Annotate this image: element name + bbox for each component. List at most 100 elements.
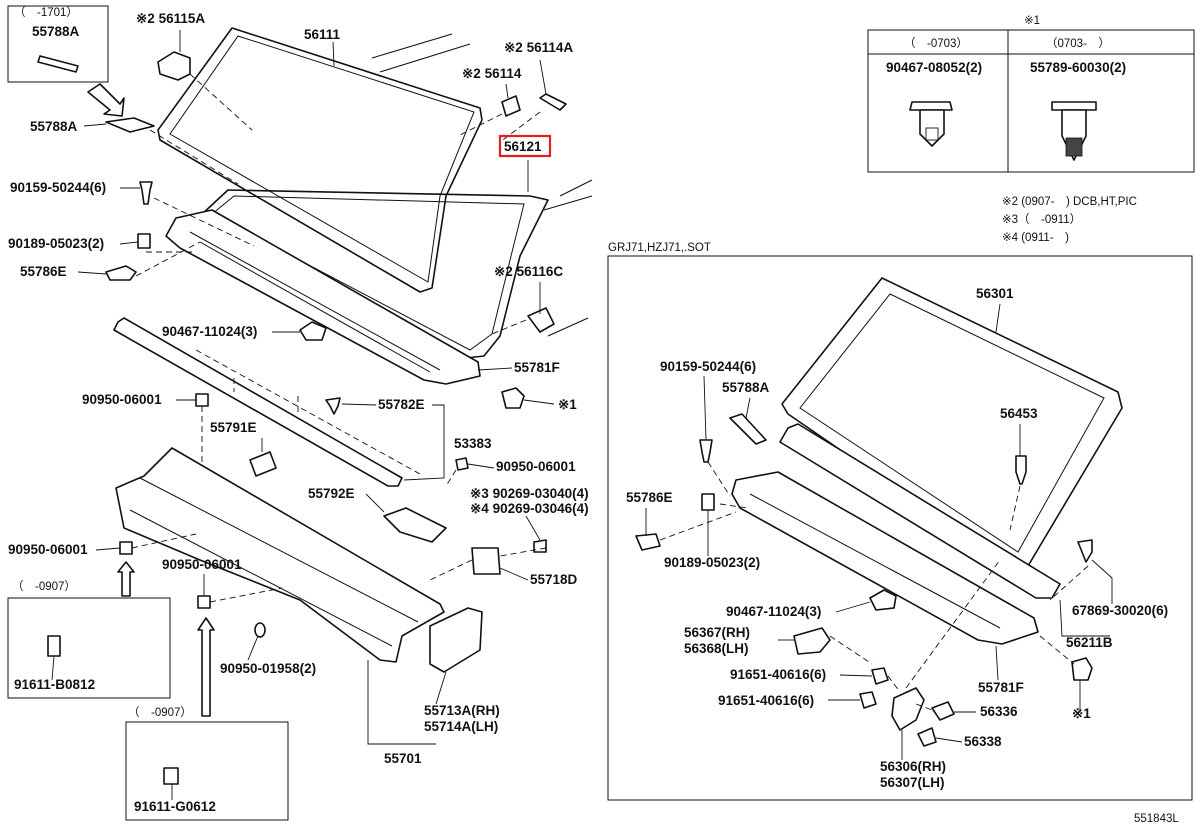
cover-56367	[793, 627, 831, 655]
bracket-55718D	[471, 547, 501, 575]
bracket-56306	[891, 687, 925, 731]
callout-l38: 90467-08052(2)	[886, 60, 982, 75]
inset-box-bolt-g0612	[125, 721, 289, 821]
plug-90950-06001-d	[197, 595, 211, 609]
callout-l34: 91611-G0612	[134, 799, 216, 814]
callout-l05: ※2 56114A	[504, 40, 573, 55]
callout-l49: 90189-05023(2)	[664, 555, 760, 570]
callout-l24: 90950-06001	[8, 542, 88, 557]
clip-55786E	[105, 265, 137, 281]
bolt-56453	[1015, 455, 1027, 485]
callout-l20: 90950-06001	[496, 459, 576, 474]
callout-l10: 90189-05023(2)	[8, 236, 104, 251]
callout-l60: 56338	[964, 734, 1002, 749]
seal-56211B	[779, 423, 1061, 599]
clip-90467-08052	[909, 101, 953, 147]
callout-l44: 56301	[976, 286, 1014, 301]
callout-l39: 55789-60030(2)	[1030, 60, 1126, 75]
clip-90269	[533, 539, 547, 553]
callout-l13: 90467-11024(3)	[162, 324, 257, 339]
arrow-inset-g0612	[197, 617, 215, 717]
callout-l62: 56307(LH)	[880, 775, 945, 790]
callout-l58: 56336	[980, 704, 1018, 719]
callout-l03: ※2 56115A	[136, 11, 205, 26]
plug-90950-06001-b	[455, 457, 469, 471]
cover-56114	[501, 95, 521, 117]
callout-l59: ※1	[1072, 706, 1091, 721]
callout-l61: 56306(RH)	[880, 759, 946, 774]
callout-l06: ※2 56114	[462, 66, 522, 81]
cowl-weatherstrip-53383	[113, 317, 403, 487]
plug-90950-06001-c	[119, 541, 133, 555]
plug-90950-06001-a	[195, 393, 209, 407]
callout-l08: 55788A	[30, 119, 78, 134]
callout-l52: 56367(RH)	[684, 625, 750, 640]
callout-l11: 55786E	[20, 264, 67, 279]
nut-90189-05023-variant	[701, 493, 715, 511]
clip-90467-11024-variant	[869, 589, 897, 611]
callout-l02: 55788A	[32, 24, 80, 39]
callout-l57: 91651-40616(6)	[718, 693, 814, 708]
callout-l41: ※3（ -0911）	[1002, 213, 1081, 226]
callout-l33: 55701	[384, 751, 422, 766]
cowl-side-panel-55713A	[429, 607, 483, 673]
callout-labels: （ -1701） 55788A ※2 56115A 56111 ※2 56114A ※2 …	[8, 6, 1179, 825]
callout-l15: ※1	[558, 397, 577, 412]
nut-x1	[501, 387, 525, 409]
hood-outline	[371, 33, 593, 337]
inset-box-bolt-b0812	[7, 597, 171, 699]
callout-l28: 91611-B0812	[14, 677, 95, 692]
bolt-91611-G0612	[163, 767, 179, 785]
callout-l09: 90159-50244(6)	[10, 180, 106, 195]
plug-90950-01958	[254, 622, 266, 638]
nut-x1-variant	[1071, 657, 1093, 681]
callout-l01: （ -1701）	[14, 6, 78, 19]
callout-l17: 55782E	[378, 397, 425, 412]
clip-55788A-inset	[37, 55, 79, 73]
dashed-assembly-lines	[131, 73, 1089, 711]
clip-67869-30020	[1077, 539, 1093, 563]
cowl-louver-55781F-variant	[731, 471, 1039, 645]
screw-90159-50244-variant	[699, 439, 713, 463]
callout-l37: （0703- ）	[1046, 37, 1110, 50]
callout-l47: 56453	[1000, 406, 1038, 421]
callout-l12: ※2 56116C	[494, 264, 563, 279]
variant-box-grj71	[607, 255, 1193, 801]
callout-l26: 55718D	[530, 572, 578, 587]
callout-l55: 91651-40616(6)	[730, 667, 826, 682]
nut-90189-05023	[137, 233, 151, 249]
clip-90467-11024	[299, 321, 327, 341]
callout-l27: （ -0907）	[12, 580, 76, 593]
clip-55789-60030	[1051, 101, 1097, 161]
arrow-inset-1701	[87, 83, 125, 117]
cover-56116C	[527, 307, 555, 333]
callout-l63: 551843L	[1134, 813, 1179, 825]
callout-l04: 56111	[304, 27, 341, 42]
arrow-inset-b0812	[117, 561, 135, 597]
cowl-panel-55701	[115, 447, 445, 663]
clip-55782E	[325, 397, 341, 415]
cushion-56338	[917, 727, 937, 747]
callout-l51: 67869-30020(6)	[1072, 603, 1168, 618]
callout-l56: 55781F	[978, 680, 1024, 695]
callout-l36: （ -0703）	[904, 37, 968, 50]
bracket-55791E	[249, 451, 277, 477]
callout-l16: 90950-06001	[82, 392, 162, 407]
highlight-box-56121	[498, 134, 552, 158]
callout-l07: 56121	[504, 139, 542, 154]
callout-l54: 56211B	[1066, 635, 1113, 650]
inset-box-clip-1701	[7, 5, 109, 83]
callout-l42: ※4 (0911- )	[1002, 232, 1069, 244]
callout-l48: 55786E	[626, 490, 673, 505]
callout-l40: ※2 (0907- ) DCB,HT,PIC	[1002, 196, 1137, 208]
callout-l22: ※3 90269-03040(4)	[470, 486, 589, 501]
leader-lines	[51, 30, 1113, 800]
callout-l30: 55713A(RH)	[424, 703, 500, 718]
cushion-56336	[931, 701, 955, 721]
screw-91651-40616-b	[859, 691, 877, 709]
note-table-box	[867, 29, 1195, 173]
callout-l14: 55781F	[514, 360, 560, 375]
bolt-91611-B0812	[47, 635, 61, 657]
windshield-glass-56111	[157, 27, 483, 293]
